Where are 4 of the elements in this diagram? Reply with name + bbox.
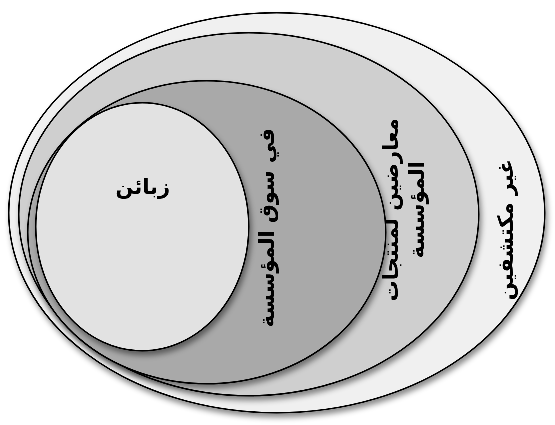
- region-label: زبائن: [114, 174, 172, 200]
- region-label: غير مكتشفين: [492, 158, 520, 303]
- region-label: معارضين لمنتجات المؤسسة: [378, 117, 430, 304]
- region-label: في سوق المؤسسة: [254, 127, 280, 330]
